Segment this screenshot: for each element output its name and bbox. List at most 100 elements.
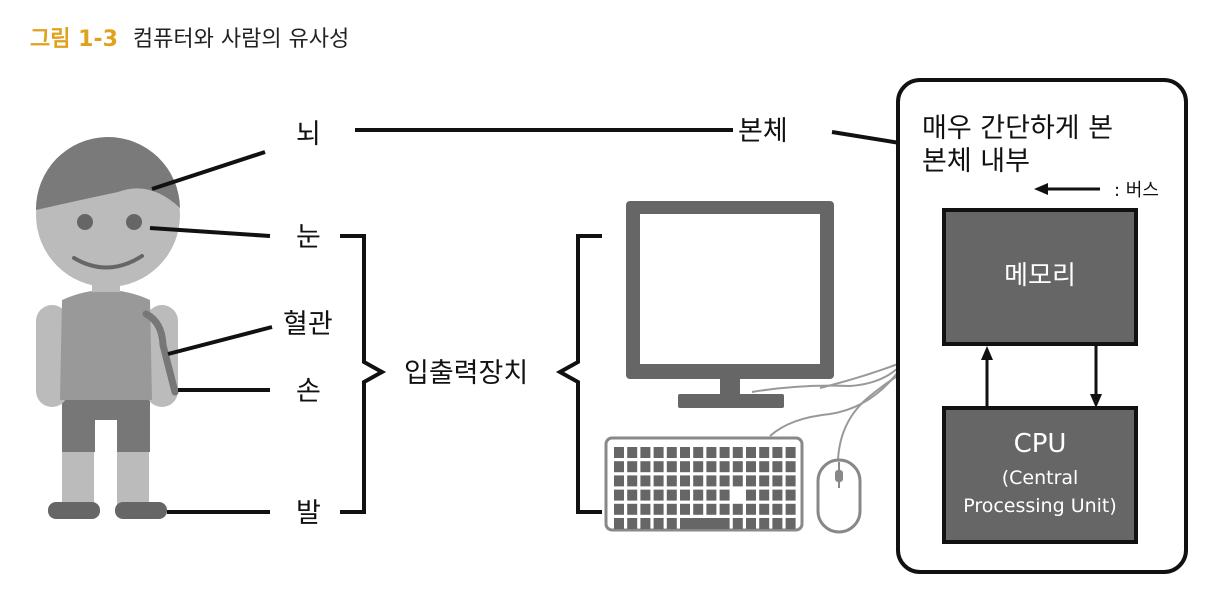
human-figure bbox=[35, 136, 180, 519]
label-foot: 발 bbox=[296, 498, 321, 529]
keyboard-key bbox=[746, 461, 756, 473]
keyboard-key bbox=[653, 489, 664, 501]
mouse-wheel bbox=[835, 470, 843, 482]
keyboard-key bbox=[746, 475, 756, 487]
keyboard-key bbox=[614, 518, 624, 529]
right-brace bbox=[555, 234, 602, 514]
keyboard-key bbox=[666, 503, 677, 515]
keyboard-key bbox=[772, 489, 783, 501]
keyboard-key bbox=[772, 447, 783, 458]
human-vessel bbox=[142, 310, 179, 396]
label-hand: 손 bbox=[296, 376, 321, 407]
keyboard-key bbox=[732, 503, 743, 515]
eye-leader-line bbox=[149, 226, 271, 238]
keyboard-key bbox=[706, 447, 717, 458]
keyboard-key bbox=[666, 461, 677, 473]
keyboard-key bbox=[640, 447, 651, 458]
keyboard-key bbox=[680, 447, 690, 458]
mouse bbox=[816, 458, 862, 534]
label-eye: 눈 bbox=[296, 222, 321, 253]
keyboard-key bbox=[614, 461, 624, 473]
box-title-line1: 매우 간단하게 본 bbox=[922, 113, 1113, 144]
keyboard-key bbox=[627, 461, 638, 473]
keyboard-key bbox=[785, 518, 796, 529]
keyboard-key bbox=[785, 475, 796, 487]
vessel-leader-line bbox=[167, 325, 273, 356]
keyboard-key bbox=[732, 518, 743, 529]
keyboard-key bbox=[627, 503, 638, 515]
keyboard-key bbox=[719, 475, 730, 487]
keyboard-key bbox=[785, 503, 796, 515]
keyboard-key bbox=[746, 518, 756, 529]
keyboard-key bbox=[653, 461, 664, 473]
human-shorts bbox=[62, 395, 150, 452]
label-vessel: 혈관 bbox=[283, 309, 333, 340]
mouse-cable bbox=[837, 375, 899, 461]
caption-number: 그림 1-3 bbox=[30, 27, 118, 52]
keyboard-key bbox=[706, 489, 717, 501]
keyboard-key bbox=[746, 447, 756, 458]
keyboard-key bbox=[746, 489, 756, 501]
keyboard-key bbox=[706, 461, 717, 473]
keyboard-key bbox=[680, 461, 690, 473]
memory-label: 메모리 bbox=[1004, 261, 1076, 291]
keyboard-key bbox=[785, 489, 796, 501]
human-right-leg bbox=[117, 448, 149, 510]
keyboard-key bbox=[666, 518, 677, 529]
keyboard-key bbox=[719, 489, 730, 501]
keyboard-key bbox=[627, 489, 638, 501]
box-title-line2: 본체 내부 bbox=[922, 146, 1030, 177]
keyboard-key bbox=[640, 503, 651, 515]
keyboard-key bbox=[732, 461, 743, 473]
keyboard-key bbox=[627, 447, 638, 458]
keyboard-key bbox=[666, 447, 677, 458]
keyboard-key bbox=[614, 503, 624, 515]
keyboard-key bbox=[640, 461, 651, 473]
monitor-stand bbox=[678, 394, 784, 408]
keyboard-key bbox=[759, 461, 770, 473]
keyboard-key bbox=[627, 518, 638, 529]
keyboard-cable bbox=[769, 371, 899, 437]
keyboard-key bbox=[614, 447, 624, 458]
keyboard-key bbox=[640, 489, 651, 501]
keyboard-key bbox=[693, 489, 704, 501]
keyboard-key bbox=[719, 447, 730, 458]
keyboard-key bbox=[693, 447, 704, 458]
keyboard-key bbox=[666, 489, 677, 501]
keyboard-key bbox=[772, 503, 783, 515]
keyboard-key bbox=[653, 518, 664, 529]
keyboard-key bbox=[640, 475, 651, 487]
label-io: 입출력장치 bbox=[404, 358, 528, 389]
keyboard-key bbox=[759, 475, 770, 487]
label-brain: 뇌 bbox=[296, 119, 321, 150]
keyboard-keys bbox=[614, 447, 796, 529]
keyboard-key bbox=[706, 503, 717, 515]
keyboard-key bbox=[785, 461, 796, 473]
keyboard-key bbox=[666, 475, 677, 487]
monitor-neck bbox=[720, 379, 740, 397]
bus-arrowhead-up bbox=[981, 346, 993, 360]
keyboard-key bbox=[732, 447, 743, 458]
human-shirt bbox=[60, 290, 152, 400]
keyboard-key bbox=[772, 518, 783, 529]
keyboard-key bbox=[653, 447, 664, 458]
human-right-shoe bbox=[115, 502, 167, 519]
keyboard-key bbox=[746, 503, 756, 515]
memory-block bbox=[942, 208, 1138, 346]
figure-caption: 그림 1-3 컴퓨터와 사람의 유사성 bbox=[30, 27, 349, 52]
keyboard-key bbox=[719, 503, 730, 515]
keyboard-key bbox=[759, 518, 770, 529]
bus-legend-arrowhead bbox=[1034, 183, 1048, 195]
cpu-sub-line2: Processing Unit) bbox=[963, 495, 1117, 517]
bus-legend-label: : 버스 bbox=[1114, 180, 1159, 201]
keyboard-key bbox=[719, 461, 730, 473]
keyboard-key bbox=[693, 475, 704, 487]
keyboard-key bbox=[732, 475, 743, 487]
keyboard-key bbox=[680, 475, 690, 487]
keyboard-key bbox=[680, 503, 690, 515]
brain-leader-line bbox=[151, 150, 266, 191]
keyboard-key bbox=[640, 518, 651, 529]
label-body: 본체 bbox=[738, 116, 788, 147]
body-box-connector bbox=[831, 130, 901, 145]
